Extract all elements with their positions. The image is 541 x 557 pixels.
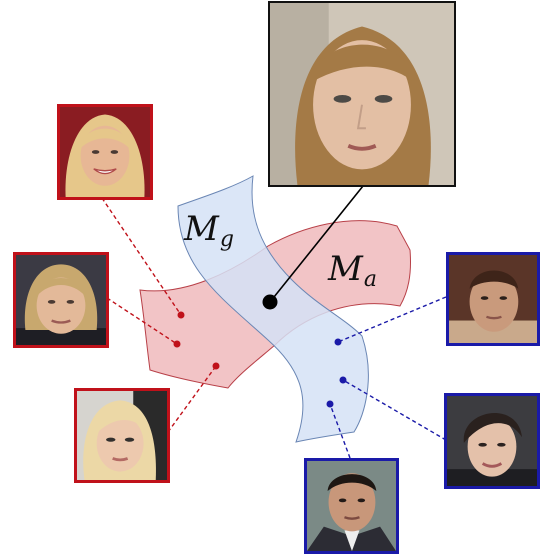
manifold-a-label-sub: a xyxy=(363,267,377,292)
manifold-g-label: Mg xyxy=(184,212,234,251)
center-connector xyxy=(269,185,364,303)
face-photo-icon xyxy=(60,107,150,197)
blue-marker-1 xyxy=(334,338,342,346)
blue-connector-1 xyxy=(337,296,447,343)
face-photo-icon xyxy=(449,255,537,343)
center-marker xyxy=(262,294,278,310)
red-face-photo-1 xyxy=(57,104,153,200)
red-face-photo-3 xyxy=(74,388,170,483)
blue-face-photo-1 xyxy=(446,252,540,346)
red-connector-1 xyxy=(101,197,182,316)
blue-face-photo-3 xyxy=(304,458,399,554)
face-photo-icon xyxy=(270,3,454,185)
manifold-a-label-base: M xyxy=(328,249,363,289)
manifold-g-label-base: M xyxy=(184,209,219,249)
center-face-photo xyxy=(268,1,456,187)
manifold-a-label: Ma xyxy=(328,252,377,291)
manifold-g-label-sub: g xyxy=(219,227,234,252)
blue-connector-2 xyxy=(342,379,447,441)
face-photo-icon xyxy=(307,461,396,551)
blue-connector-3 xyxy=(329,403,351,459)
blue-marker-3 xyxy=(326,400,334,408)
red-marker-1 xyxy=(177,311,185,319)
face-photo-icon xyxy=(447,396,537,486)
blue-marker-2 xyxy=(339,376,347,384)
red-marker-2 xyxy=(173,340,181,348)
manifold-g-surface xyxy=(177,175,369,443)
red-face-photo-2 xyxy=(13,252,109,348)
red-marker-3 xyxy=(212,362,220,370)
face-photo-icon xyxy=(77,391,167,480)
face-photo-icon xyxy=(16,255,106,345)
blue-face-photo-2 xyxy=(444,393,540,489)
